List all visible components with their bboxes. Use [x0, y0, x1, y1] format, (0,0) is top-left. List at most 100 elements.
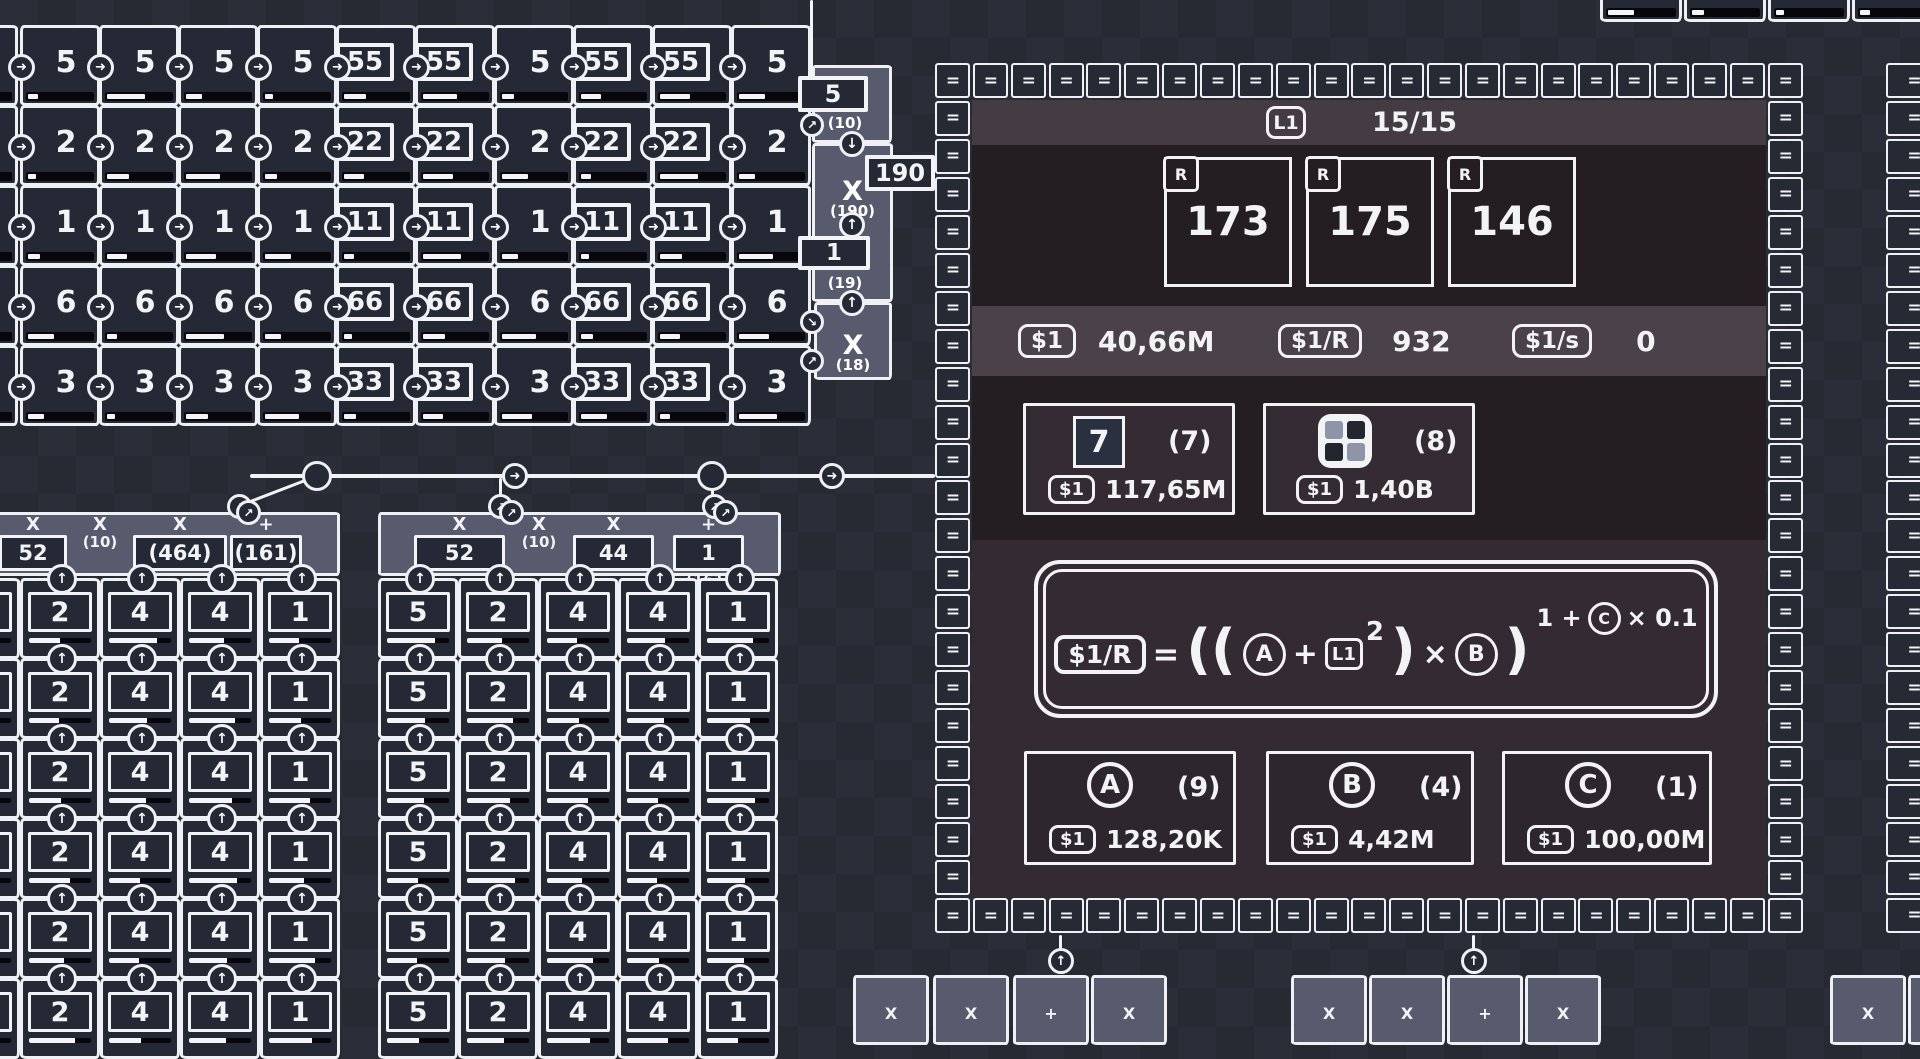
producer-cell[interactable]: 4↑	[180, 964, 260, 1059]
number-cell[interactable]: ➜1	[87, 185, 179, 266]
number-cell[interactable]: ➜6	[8, 265, 100, 346]
number-cell[interactable]: ➜55	[561, 25, 653, 106]
number-cell[interactable]: ➜5	[719, 25, 811, 106]
producer-cell[interactable]: 1↑	[698, 644, 778, 739]
producer-cell[interactable]: 2↑	[458, 884, 538, 979]
producer-cell[interactable]: 4↑	[100, 884, 180, 979]
number-cell[interactable]: ➜5	[8, 25, 100, 106]
bottom-op-node[interactable]: X	[933, 975, 1009, 1045]
producer-cell[interactable]: 5↑	[378, 564, 458, 659]
producer-cell[interactable]: 4↑	[538, 964, 618, 1059]
number-cell[interactable]	[1852, 0, 1920, 22]
number-cell[interactable]: ➜3	[719, 345, 811, 426]
number-cell[interactable]: ➜1	[245, 185, 337, 266]
bottom-op-node[interactable]: +	[1447, 975, 1523, 1045]
producer-cell[interactable]: 1↑	[260, 564, 340, 659]
producer-cell[interactable]: 1↑	[260, 964, 340, 1059]
bottom-op-node[interactable]: X	[853, 975, 929, 1045]
number-cell[interactable]: ➜6	[87, 265, 179, 346]
producer-cell[interactable]: 5↑	[0, 978, 20, 1059]
producer-cell[interactable]: 4↑	[618, 724, 698, 819]
number-cell[interactable]: ➜2	[87, 105, 179, 186]
number-cell[interactable]: ➜22	[561, 105, 653, 186]
producer-cell[interactable]: 4↑	[100, 964, 180, 1059]
number-cell[interactable]	[1768, 0, 1850, 22]
cluster-op-node[interactable]: +(161)	[230, 516, 302, 571]
number-cell[interactable]: ➜55	[403, 25, 495, 106]
producer-cell[interactable]: 5↑	[378, 884, 458, 979]
producer-cell[interactable]: 1↑	[698, 564, 778, 659]
number-cell[interactable]: ➜33	[561, 345, 653, 426]
producer-cell[interactable]: 5↑	[378, 724, 458, 819]
number-cell[interactable]: ➜66	[403, 265, 495, 346]
number-cell[interactable]: ➜3	[166, 345, 258, 426]
number-cell[interactable]: ➜2	[245, 105, 337, 186]
number-cell[interactable]: ➜6	[719, 265, 811, 346]
result-card[interactable]: R 146	[1447, 156, 1576, 287]
number-cell[interactable]: ➜6	[245, 265, 337, 346]
producer-cell[interactable]: 2↑	[458, 724, 538, 819]
producer-cell[interactable]: 5↑	[378, 964, 458, 1059]
producer-cell[interactable]: 5↑	[0, 898, 20, 979]
chain-value-box[interactable]: 1	[798, 236, 870, 270]
producer-cell[interactable]: 2↑	[20, 964, 100, 1059]
producer-cell[interactable]: 5↑	[0, 818, 20, 899]
producer-cell[interactable]: 4↑	[100, 804, 180, 899]
cluster-op-node[interactable]: X(10)	[77, 516, 123, 552]
chain-buffer-box[interactable]: 190	[865, 155, 935, 191]
bottom-op-node[interactable]: X	[1291, 975, 1367, 1045]
number-cell[interactable]: ➜5	[166, 25, 258, 106]
number-cell[interactable]: ➜1	[166, 185, 258, 266]
number-cell[interactable]: ➜1	[719, 185, 811, 266]
producer-cell[interactable]: 2↑	[458, 964, 538, 1059]
result-card[interactable]: R 175	[1305, 156, 1434, 287]
number-cell[interactable]: ➜2	[482, 105, 574, 186]
number-cell[interactable]: ➜22	[403, 105, 495, 186]
number-cell[interactable]: ➜1	[482, 185, 574, 266]
cluster-op-node[interactable]: X(464)	[133, 516, 227, 571]
number-cell[interactable]: ➜6	[166, 265, 258, 346]
number-cell[interactable]: ➜11	[403, 185, 495, 266]
upgrade-grid-button[interactable]: (8) $1 1,40B	[1263, 403, 1475, 515]
producer-cell[interactable]: 4↑	[180, 644, 260, 739]
producer-cell[interactable]: 1↑	[698, 964, 778, 1059]
producer-cell[interactable]: 4↑	[180, 564, 260, 659]
bottom-op-node[interactable]: X	[1091, 975, 1167, 1045]
bottom-op-node[interactable]: X	[1369, 975, 1445, 1045]
producer-cell[interactable]: 5↑	[0, 578, 20, 659]
junction-node[interactable]	[302, 461, 332, 491]
generator-a-button[interactable]: A (9) $1 128,20K	[1024, 751, 1236, 865]
number-cell[interactable]: ➜66	[640, 265, 732, 346]
number-cell[interactable]: ➜11	[324, 185, 416, 266]
number-cell[interactable]: ➜3	[245, 345, 337, 426]
bottom-op-node[interactable]: +	[1013, 975, 1089, 1045]
number-cell[interactable]	[1684, 0, 1766, 22]
producer-cell[interactable]: 2↑	[20, 884, 100, 979]
bottom-op-node[interactable]: X	[1525, 975, 1601, 1045]
number-cell[interactable]: ➜3	[8, 345, 100, 426]
producer-cell[interactable]: 2↑	[20, 804, 100, 899]
upgrade-tile-button[interactable]: 7 (7) $1 117,65M	[1023, 403, 1235, 515]
chain-value-box[interactable]: 5	[798, 76, 868, 112]
number-cell[interactable]: ➜2	[719, 105, 811, 186]
producer-cell[interactable]: 4↑	[100, 564, 180, 659]
number-cell[interactable]: ➜33	[403, 345, 495, 426]
result-card[interactable]: R 173	[1163, 156, 1292, 287]
bottom-op-node[interactable]: X	[1908, 975, 1920, 1045]
number-cell[interactable]: ➜5	[482, 25, 574, 106]
producer-cell[interactable]: 4↑	[618, 964, 698, 1059]
number-cell[interactable]: ➜5	[87, 25, 179, 106]
number-cell[interactable]: ➜66	[324, 265, 416, 346]
number-cell[interactable]: ➜5	[245, 25, 337, 106]
number-cell[interactable]	[1600, 0, 1682, 22]
number-cell[interactable]: ➜1	[8, 185, 100, 266]
producer-cell[interactable]: 1↑	[698, 884, 778, 979]
producer-cell[interactable]: 1↑	[260, 724, 340, 819]
number-cell[interactable]: ➜33	[640, 345, 732, 426]
producer-cell[interactable]: 1↑	[260, 884, 340, 979]
number-cell[interactable]: ➜6	[482, 265, 574, 346]
